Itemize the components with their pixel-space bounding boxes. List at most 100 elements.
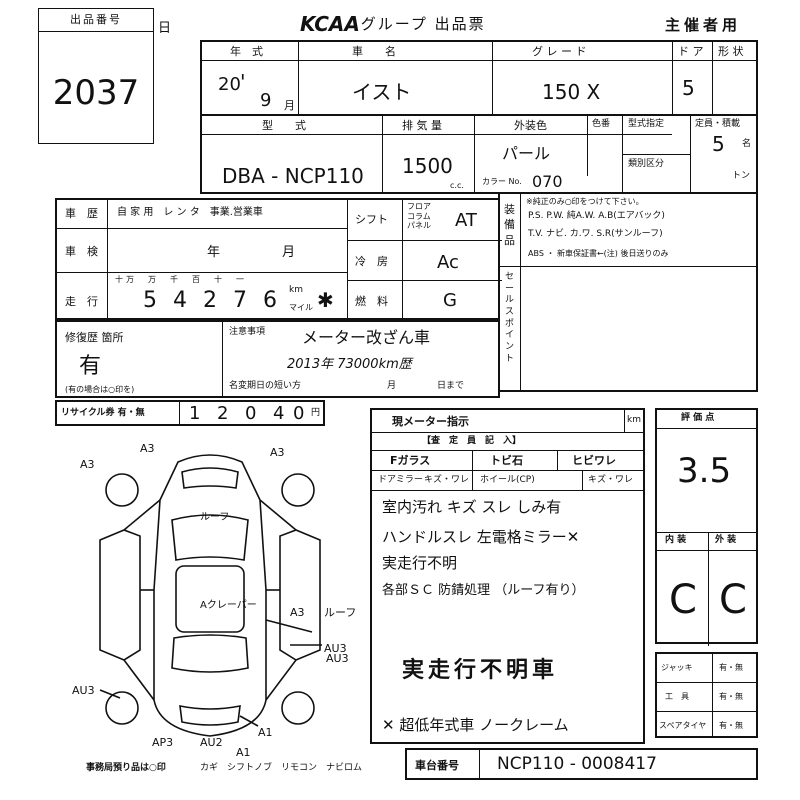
stone-chip-label: トビ石 bbox=[490, 454, 523, 467]
ac-label: 冷 房 bbox=[355, 255, 388, 268]
mileage-mark: ✱ bbox=[317, 288, 334, 312]
color-label: 外装色 bbox=[514, 119, 547, 132]
mileage-digit: 5 bbox=[143, 288, 157, 313]
mileage-digit: 4 bbox=[173, 288, 187, 313]
color-no-prefix: カラー No. bbox=[482, 177, 522, 186]
score-label: 評 価 点 bbox=[681, 413, 715, 423]
recycle-digit: 1 bbox=[189, 403, 201, 424]
damage-label: AP3 bbox=[152, 736, 173, 749]
notes-label: 注意事項 bbox=[229, 327, 266, 337]
remark-line: 実走行不明 bbox=[382, 554, 458, 572]
inspection-box: 現メーター指示 km 【査 定 員 記 入】 Fガラス トビ石 ヒビワレ ドアミ… bbox=[370, 408, 645, 744]
equipment-line3: ABS ・ 新車保証書←(注) 後日送りのみ bbox=[528, 249, 669, 258]
chassis-label: 車台番号 bbox=[415, 759, 459, 772]
car-name-value: イスト bbox=[352, 80, 412, 104]
color-no-value: 070 bbox=[532, 172, 563, 191]
row1-box: 年 式 車 名 グ レ ー ド ド ア 形 状 20 ' 9 月 イスト 150… bbox=[200, 40, 758, 116]
lot-number-label: 出品番号 bbox=[39, 9, 153, 32]
evaluation-box: 評 価 点 3.5 内 装 外 装 C C bbox=[655, 408, 758, 646]
equipment-line2: T.V. ナビ. カ.ワ. S.R(サンルーフ) bbox=[528, 229, 663, 239]
damage-label: Aクレーパー bbox=[200, 599, 257, 611]
spare-yes-no: 有・無 bbox=[719, 721, 743, 730]
fuel-value: G bbox=[443, 290, 457, 311]
damage-label: A1 bbox=[236, 746, 251, 759]
doors-label: ド ア bbox=[678, 45, 704, 58]
meter-label: 現メーター指示 bbox=[392, 415, 469, 428]
remark-line: ハンドルスレ 左電格ミラー✕ bbox=[382, 528, 580, 546]
mileage-digit: 2 bbox=[203, 288, 217, 313]
recycle-label: リサイクル券 有・無 bbox=[61, 408, 145, 418]
inspection-label: 車 検 bbox=[65, 245, 98, 258]
deadline-day: 日まで bbox=[437, 381, 465, 391]
lot-number-box: 出品番号 2037 bbox=[38, 8, 154, 144]
mileage-digits: 5 4 2 7 6 bbox=[143, 290, 303, 316]
meter-unit: km bbox=[627, 415, 641, 425]
year-value: 20 bbox=[218, 74, 241, 95]
deadline-label: 名変期日の短い方 bbox=[229, 381, 302, 391]
equipment-box: 装 備 品 セ ー ル ス ポ イ ン ト ※純正のみ○印をつけて下さい。 P.… bbox=[498, 192, 758, 392]
capacity-unit: 名 bbox=[742, 139, 752, 149]
mileage-digit: 7 bbox=[233, 288, 247, 313]
sale-point-label: セ ー ル ス ポ イ ン ト bbox=[505, 272, 515, 364]
mileage-digit: 6 bbox=[263, 288, 277, 313]
year-label: 年 式 bbox=[230, 45, 263, 58]
damage-label: AU2 bbox=[200, 736, 223, 749]
copy-label: 主催者用 bbox=[665, 16, 742, 34]
recycle-box: リサイクル券 有・無 1 2 0 4 0 円 bbox=[55, 400, 325, 426]
notes-line1: メーター改ざん車 bbox=[302, 328, 431, 347]
grade-label: グ レ ー ド bbox=[532, 45, 587, 58]
car-diagram: A3 A3 A3 ルーフ Aクレーパー A3 AU3 AU3 AP3 AU2 A… bbox=[72, 442, 356, 759]
day-char: 日 bbox=[158, 21, 172, 36]
interior-grade: C bbox=[669, 577, 697, 623]
brand-logo: KCAA bbox=[300, 12, 360, 36]
damage-label: A3 bbox=[290, 606, 305, 619]
notes-line2: 2013年 73000km歴 bbox=[287, 357, 412, 372]
displacement-label: 排 気 量 bbox=[402, 119, 442, 132]
mile-unit: マイル bbox=[289, 303, 313, 312]
lot-number-value: 2037 bbox=[52, 73, 140, 113]
mirror-scratch-label: キズ・ワレ bbox=[424, 475, 470, 485]
crack-label: ヒビワレ bbox=[572, 454, 616, 467]
type-spec-label: 型式指定 bbox=[628, 119, 665, 129]
repair-value: 有 bbox=[79, 354, 102, 379]
repair-label: 修復歴 箇所 bbox=[65, 331, 124, 344]
class-label: 類別区分 bbox=[628, 159, 665, 169]
remark-line: 各部ＳＣ 防錆処理 （ルーフ有り） bbox=[382, 583, 585, 598]
cc-unit: c.c. bbox=[450, 181, 464, 190]
deadline-month: 月 bbox=[387, 381, 397, 391]
repair-note: (有の場合は○印を) bbox=[65, 385, 135, 394]
remark-line: 室内汚れ キズ スレ しみ有 bbox=[382, 498, 562, 516]
ton-unit: トン bbox=[732, 171, 751, 181]
score-value: 3.5 bbox=[677, 451, 732, 491]
doors-value: 5 bbox=[682, 76, 695, 100]
jack-yes-no: 有・無 bbox=[719, 663, 743, 672]
history-options: 自 家 用 レ ン タ 事業.営業車 bbox=[117, 207, 263, 218]
year-tick: ' bbox=[240, 70, 246, 94]
equipment-note: ※純正のみ○印をつけて下さい。 bbox=[526, 197, 644, 206]
history-label: 車 歴 bbox=[65, 207, 98, 220]
equipment-label: 装 備 品 bbox=[504, 203, 515, 247]
month-value: 9 bbox=[260, 90, 272, 111]
ac-value: Ac bbox=[437, 252, 459, 273]
model-value: DBA - NCP110 bbox=[222, 164, 364, 188]
shift-options: フロア コラム パネル bbox=[407, 202, 431, 231]
model-label: 型 式 bbox=[262, 119, 306, 132]
shift-value: AT bbox=[455, 210, 477, 231]
color-no-label: 色番 bbox=[592, 119, 611, 129]
damage-label: A3 bbox=[80, 458, 95, 471]
row2-box: 型 式 排 気 量 外装色 色番 型式指定 類別区分 定員・積載 DBA - N… bbox=[200, 114, 758, 194]
displacement-value: 1500 bbox=[402, 154, 453, 178]
office-note: 事務局預り品は○印 bbox=[86, 763, 166, 773]
damage-label: AU3 bbox=[324, 642, 347, 655]
interior-label: 内 装 bbox=[665, 535, 687, 545]
chassis-box: 車台番号 NCP110 - 0008417 bbox=[405, 748, 758, 780]
spare-tire-label: スペアタイヤ bbox=[659, 721, 707, 730]
car-body-outline bbox=[153, 454, 267, 737]
exterior-label: 外 装 bbox=[715, 535, 737, 545]
mileage-units: 十万 万 千 百 十 一 bbox=[115, 275, 247, 284]
damage-label: AU3 bbox=[72, 684, 95, 697]
inspector-label: 【査 定 員 記 入】 bbox=[422, 436, 522, 446]
color-value: パール bbox=[502, 144, 551, 163]
shift-label: シフト bbox=[355, 213, 388, 226]
door-mirror-label: ドアミラー bbox=[378, 475, 423, 485]
